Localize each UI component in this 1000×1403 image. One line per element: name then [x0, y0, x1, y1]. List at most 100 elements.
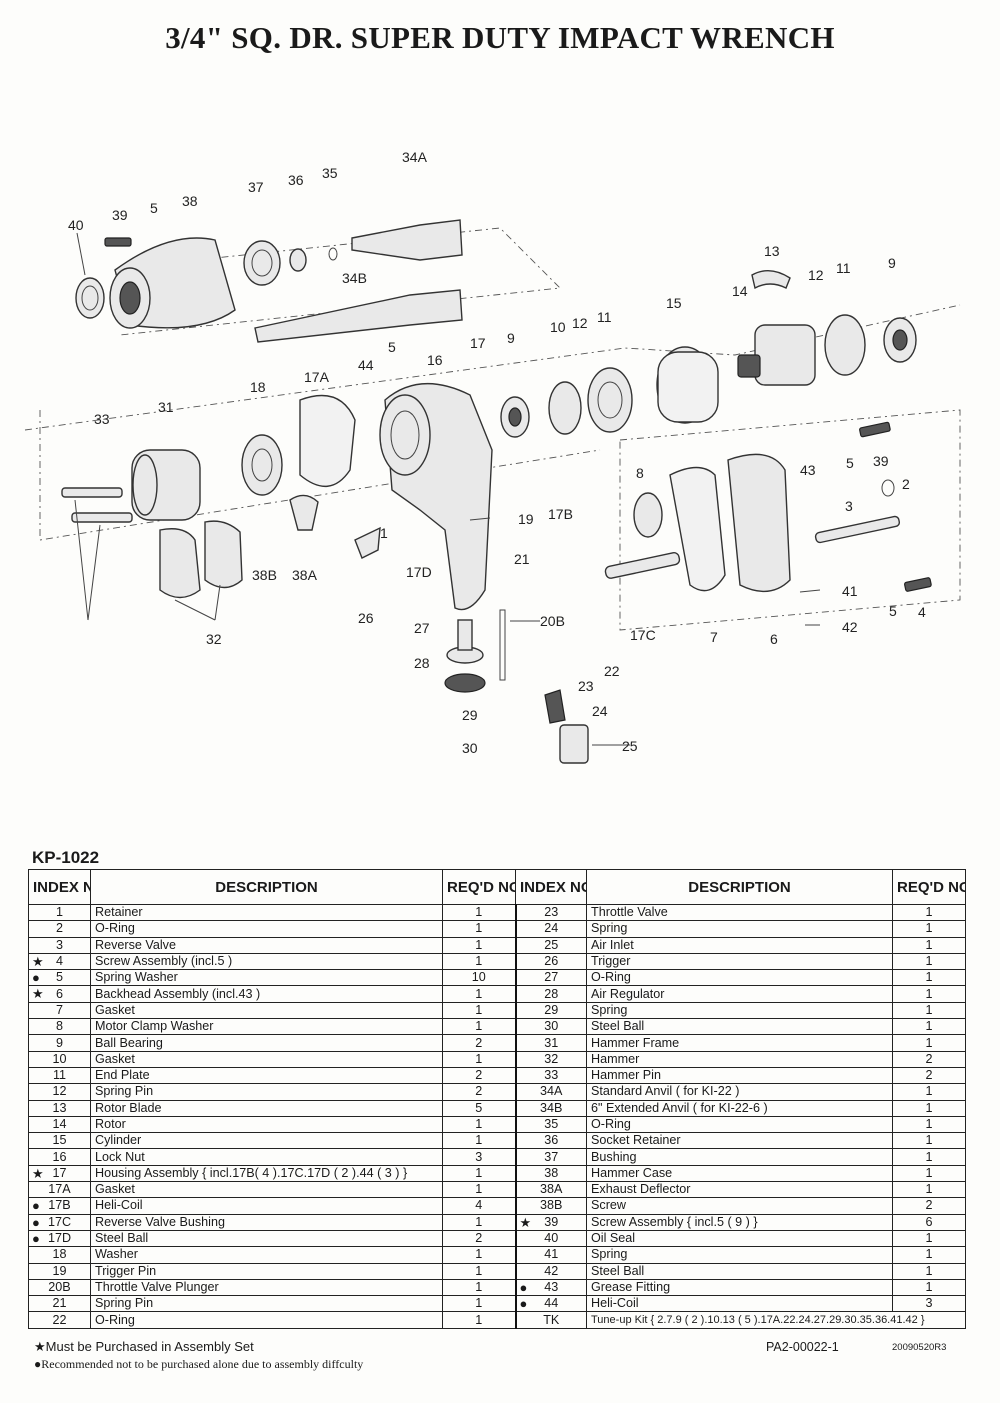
callout-label: 38A — [292, 567, 318, 583]
description-cell: Exhaust Deflector — [586, 1181, 893, 1199]
description-cell: Hammer Frame — [586, 1034, 893, 1052]
description-cell: Trigger Pin — [90, 1262, 443, 1280]
callout-label: 19 — [518, 511, 534, 527]
callout-label: 39 — [112, 207, 128, 223]
index-cell: 38 — [515, 1164, 587, 1183]
index-cell: ●17D — [28, 1229, 91, 1248]
callout-label: 14 — [732, 283, 748, 299]
description-cell: Housing Assembly { incl.17B( 4 ).17C.17D… — [90, 1164, 443, 1183]
hammer-frame-group — [61, 449, 319, 599]
index-cell: ●17C — [28, 1213, 91, 1231]
quantity-cell: 1 — [892, 1262, 966, 1280]
assembly-axis-right-box — [619, 409, 961, 631]
callout-label: 44 — [358, 357, 374, 373]
index-cell: 14 — [28, 1115, 91, 1134]
quantity-cell: 1 — [442, 1246, 517, 1264]
description-cell: Rotor — [90, 1115, 443, 1134]
callout-label: 28 — [414, 655, 430, 671]
quantity-cell: 1 — [892, 1148, 966, 1166]
index-cell: 13 — [28, 1099, 91, 1117]
quantity-cell: 1 — [892, 1018, 966, 1036]
description-cell: Steel Ball — [586, 1018, 893, 1036]
index-cell: ●17B — [28, 1197, 91, 1215]
callout-label: 11 — [836, 260, 851, 276]
index-cell: 31 — [515, 1034, 587, 1052]
dot-marker-icon: ● — [32, 1198, 40, 1214]
callout-label: 30 — [462, 740, 478, 756]
index-cell: 25 — [515, 936, 587, 954]
description-cell: Standard Anvil ( for KI-22 ) — [586, 1083, 893, 1101]
quantity-cell: 1 — [892, 1001, 966, 1020]
index-cell: 38B — [515, 1197, 587, 1215]
index-cell: 37 — [515, 1148, 587, 1166]
description-cell: Backhead Assembly (incl.43 ) — [90, 985, 443, 1003]
index-cell: 40 — [515, 1229, 587, 1248]
callout-label: 7 — [710, 629, 718, 645]
page-title: 3/4" SQ. DR. SUPER DUTY IMPACT WRENCH — [165, 20, 835, 55]
index-cell: 41 — [515, 1246, 587, 1264]
quantity-cell: 1 — [892, 1181, 966, 1199]
header-index-right: INDEX NO. — [515, 869, 587, 905]
callout-label: 42 — [842, 619, 858, 635]
table-header-row: INDEX NO. DESCRIPTION REQ'D NO. INDEX NO… — [28, 869, 966, 905]
description-cell: Bushing — [586, 1148, 893, 1166]
dot-note: ●Recommended not to be purchased alone d… — [34, 1357, 364, 1371]
quantity-cell: 1 — [442, 1181, 517, 1199]
callout-label: 35 — [322, 165, 338, 181]
index-cell: 10 — [28, 1050, 91, 1068]
parts-list-table: INDEX NO. DESCRIPTION REQ'D NO. INDEX NO… — [28, 869, 966, 1329]
dot-marker-icon: ● — [32, 970, 40, 986]
quantity-cell: 1 — [442, 1278, 517, 1297]
quantity-cell: 1 — [442, 1311, 517, 1329]
callout-label: 3 — [845, 498, 853, 514]
callout-label: 39 — [873, 453, 889, 469]
index-cell: 42 — [515, 1262, 587, 1280]
index-cell: ●44 — [515, 1295, 587, 1313]
callout-label: 36 — [288, 172, 304, 188]
index-cell: 16 — [28, 1148, 91, 1166]
description-cell: Grease Fitting — [586, 1278, 893, 1297]
description-cell: Spring Washer — [90, 969, 443, 987]
quantity-cell: 1 — [442, 903, 517, 922]
dot-marker-icon: ● — [32, 1230, 40, 1246]
description-cell: Motor Clamp Washer — [90, 1018, 443, 1036]
quantity-cell: 1 — [892, 936, 966, 954]
description-cell: Air Inlet — [586, 936, 893, 954]
callout-label: 18 — [250, 379, 266, 395]
description-cell: Cylinder — [90, 1132, 443, 1150]
quantity-cell: 1 — [442, 1164, 517, 1183]
quantity-cell: 1 — [442, 1050, 517, 1068]
index-cell: 9 — [28, 1034, 91, 1052]
index-cell: TK — [515, 1311, 587, 1329]
header-index-left: INDEX NO. — [28, 869, 91, 905]
description-cell: Heli-Coil — [586, 1295, 893, 1313]
index-cell: 21 — [28, 1295, 91, 1313]
callout-label: 23 — [578, 678, 594, 694]
callout-label: 41 — [842, 583, 858, 599]
description-cell: Steel Ball — [90, 1229, 443, 1248]
quantity-cell: 2 — [442, 1229, 517, 1248]
index-cell: ●43 — [515, 1278, 587, 1297]
callout-label: 25 — [622, 738, 638, 754]
index-cell: 27 — [515, 969, 587, 987]
index-cell: 33 — [515, 1066, 587, 1085]
quantity-cell: 1 — [892, 1229, 966, 1248]
description-cell: Rotor Blade — [90, 1099, 443, 1117]
index-cell: 24 — [515, 920, 587, 938]
description-cell: Spring — [586, 920, 893, 938]
index-cell: 19 — [28, 1262, 91, 1280]
quantity-cell: 1 — [442, 1132, 517, 1150]
callout-label: 17C — [630, 627, 656, 643]
document-number: PA2-00022-1 — [766, 1340, 839, 1354]
